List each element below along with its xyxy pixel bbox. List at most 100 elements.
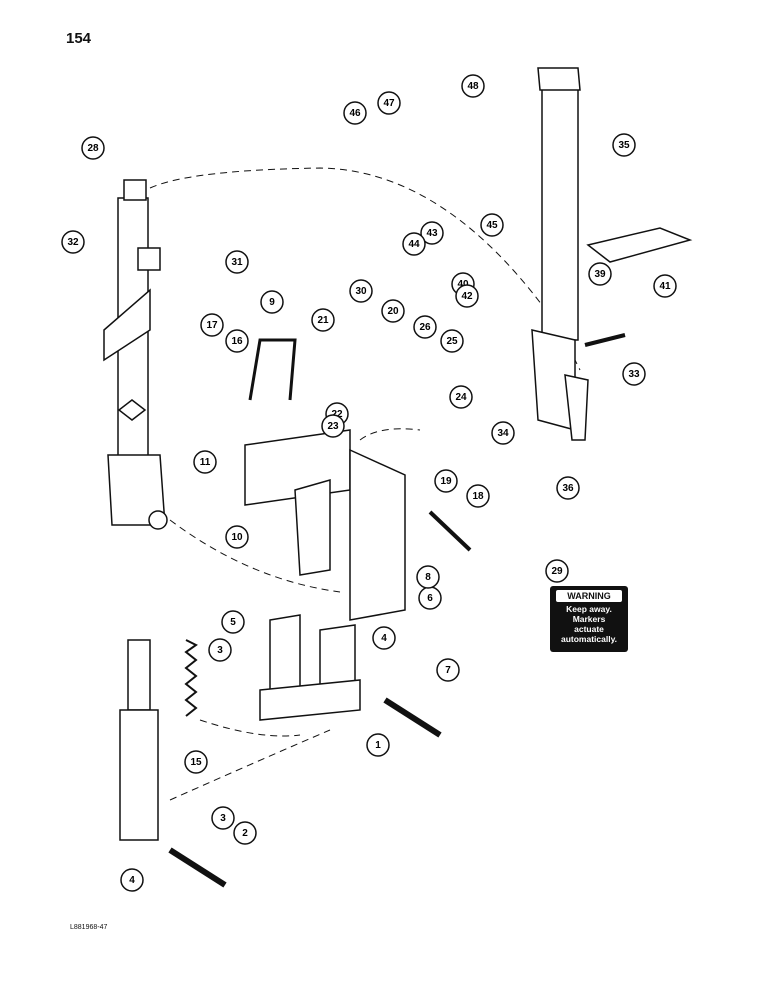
callout-circle (455, 284, 479, 308)
callout-label: 3 (217, 645, 223, 656)
callout-circle (434, 469, 458, 493)
callout-label: 8 (425, 572, 431, 583)
callout-label: 17 (206, 320, 218, 331)
callout-46: 46 (343, 101, 367, 125)
callout-28: 28 (81, 136, 105, 160)
callout-label: 34 (497, 428, 509, 439)
callout-4: 4 (372, 626, 396, 650)
callout-label: 36 (562, 483, 574, 494)
callout-34: 34 (491, 421, 515, 445)
callout-label: 4 (129, 875, 135, 886)
callout-label: 46 (349, 108, 361, 119)
callout-label: 6 (427, 593, 433, 604)
callout-circle (372, 626, 396, 650)
callout-19: 19 (434, 469, 458, 493)
callout-label: 33 (628, 369, 640, 380)
callout-48: 48 (461, 74, 485, 98)
callout-label: 23 (327, 421, 339, 432)
callout-25: 25 (440, 329, 464, 353)
callout-label: 24 (455, 392, 467, 403)
callout-32: 32 (61, 230, 85, 254)
callout-label: 5 (230, 617, 236, 628)
callout-33: 33 (622, 362, 646, 386)
page-number: 154 (66, 30, 92, 47)
clevis-assembly (259, 614, 361, 721)
callout-label: 26 (419, 322, 431, 333)
main-bracket (244, 429, 406, 621)
callout-3: 3 (211, 806, 235, 830)
callout-circle (612, 133, 636, 157)
callout-circle (211, 806, 235, 830)
callout-label: 45 (486, 220, 498, 231)
warning-header: WARNING (556, 590, 622, 602)
cylinder-15 (119, 639, 159, 841)
callout-circle (321, 414, 345, 438)
callout-circle (81, 136, 105, 160)
spring-5 (184, 639, 198, 717)
callout-circle (343, 101, 367, 125)
callout-label: 1 (375, 740, 381, 751)
callout-label: 43 (426, 228, 438, 239)
callout-circle (413, 315, 437, 339)
callout-circle (184, 750, 208, 774)
callout-label: 15 (190, 757, 202, 768)
callout-circle (225, 525, 249, 549)
callout-label: 10 (231, 532, 243, 543)
dashed-assembly-lines (149, 167, 581, 801)
callout-1: 1 (366, 733, 390, 757)
drawing-code: L881968-47 (70, 924, 108, 931)
callout-circle (436, 658, 460, 682)
callout-label: 11 (200, 457, 211, 468)
bolt-33 (584, 333, 626, 347)
callout-circle (311, 308, 335, 332)
warning-line: Keep away. (566, 604, 612, 614)
callout-29: 29 (545, 559, 569, 583)
callout-24: 24 (449, 385, 473, 409)
callout-label: 40 (457, 279, 469, 290)
callout-circle (200, 313, 224, 337)
callout-5: 5 (221, 610, 245, 634)
callout-47: 47 (377, 91, 401, 115)
callout-41: 41 (653, 274, 677, 298)
callout-3: 3 (208, 638, 232, 662)
callout-43: 43 (420, 221, 444, 245)
callout-circle (416, 565, 440, 589)
callout-label: 16 (231, 336, 243, 347)
callout-2: 2 (233, 821, 257, 845)
callout-label: 32 (67, 237, 79, 248)
callout-17: 17 (200, 313, 224, 337)
callout-23: 23 (321, 414, 345, 438)
callout-36: 36 (556, 476, 580, 500)
callout-42: 42 (455, 284, 479, 308)
callout-44: 44 (402, 232, 426, 256)
callout-9: 9 (260, 290, 284, 314)
callout-4: 4 (120, 868, 144, 892)
callout-layer: 1233445678910111516171819202122232425262… (61, 74, 677, 892)
callout-label: 47 (383, 98, 395, 109)
callout-26: 26 (413, 315, 437, 339)
pin-6 (383, 697, 442, 738)
callout-label: 21 (317, 315, 329, 326)
callout-label: 48 (467, 81, 479, 92)
callout-18: 18 (466, 484, 490, 508)
callout-circle (402, 232, 426, 256)
callout-circle (588, 262, 612, 286)
warning-line: actuate (574, 624, 604, 634)
callout-circle (420, 221, 444, 245)
callout-label: 31 (231, 257, 243, 268)
callout-label: 25 (446, 336, 458, 347)
callout-circle (221, 610, 245, 634)
callout-45: 45 (480, 213, 504, 237)
callout-circle (377, 91, 401, 115)
warning-line: Markers (572, 614, 606, 624)
callout-label: 29 (551, 566, 563, 577)
warning-line: automatically. (560, 634, 618, 644)
callout-label: 9 (269, 297, 275, 308)
callout-39: 39 (588, 262, 612, 286)
callout-circle (491, 421, 515, 445)
callout-circle (349, 279, 373, 303)
callout-label: 3 (220, 813, 226, 824)
callout-circle (449, 385, 473, 409)
callout-circle (225, 329, 249, 353)
